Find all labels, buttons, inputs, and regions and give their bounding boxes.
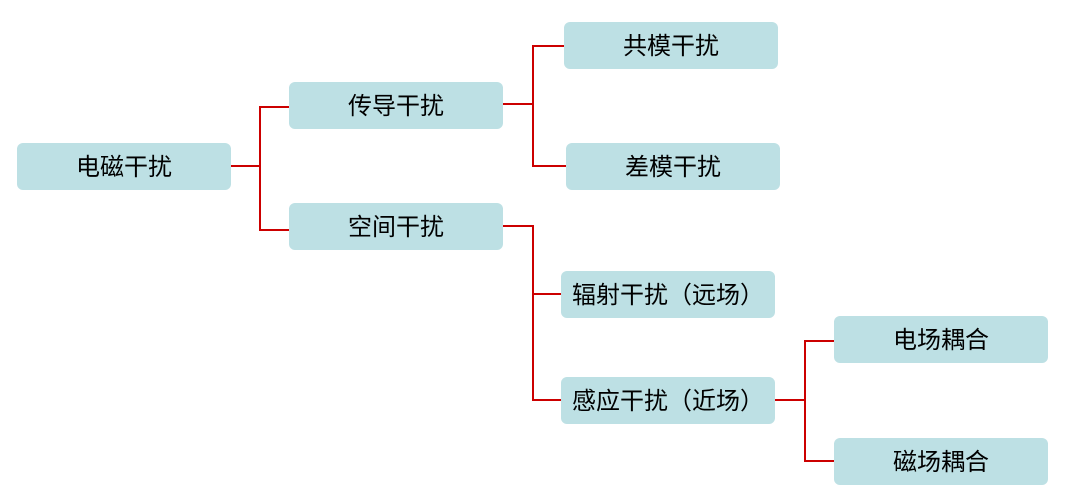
edge-induced-electric-coupling	[775, 340, 834, 401]
node-label: 传导干扰	[348, 91, 444, 120]
node-label: 共模干扰	[623, 31, 719, 60]
node-label: 电场耦合	[893, 325, 989, 354]
node-common-mode-interference: 共模干扰	[564, 22, 778, 69]
node-label: 差模干扰	[625, 152, 721, 181]
edge-conducted-differential-mode	[532, 104, 566, 167]
edge-spatial-radiated	[503, 225, 561, 295]
node-label: 感应干扰（近场）	[572, 386, 764, 415]
node-induced-interference: 感应干扰（近场）	[561, 377, 775, 424]
node-spatial-interference: 空间干扰	[289, 203, 503, 250]
node-electromagnetic-interference: 电磁干扰	[17, 143, 231, 190]
node-label: 辐射干扰（远场）	[572, 280, 764, 309]
node-label: 空间干扰	[348, 212, 444, 241]
node-label: 磁场耦合	[893, 447, 989, 476]
edge-root-spatial	[259, 166, 289, 231]
edge-conducted-common-mode	[503, 45, 564, 105]
node-label: 电磁干扰	[76, 152, 172, 181]
node-electric-field-coupling: 电场耦合	[834, 316, 1048, 363]
node-conducted-interference: 传导干扰	[289, 82, 503, 129]
node-magnetic-field-coupling: 磁场耦合	[834, 438, 1048, 485]
edge-induced-magnetic-coupling	[804, 400, 834, 462]
edge-root-conducted	[231, 106, 289, 167]
edge-spatial-induced	[532, 294, 561, 401]
node-radiated-interference: 辐射干扰（远场）	[561, 271, 775, 318]
node-differential-mode-interference: 差模干扰	[566, 143, 780, 190]
